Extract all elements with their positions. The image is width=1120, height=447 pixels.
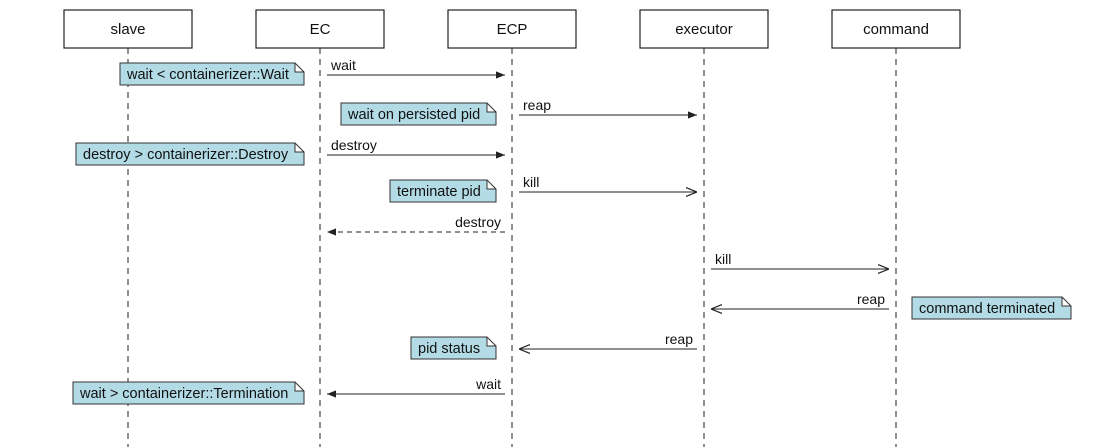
note-text: pid status xyxy=(418,341,480,357)
note-box xyxy=(410,336,497,360)
participant-label: executor xyxy=(675,21,733,38)
message-kill: kill xyxy=(711,251,889,269)
message-label: reap xyxy=(857,291,885,307)
message-reap: reap xyxy=(519,331,697,349)
message-wait: wait xyxy=(327,57,505,79)
participant-slave: slave xyxy=(63,9,193,49)
message-label: kill xyxy=(523,174,539,190)
note-text: destroy > containerizer::Destroy xyxy=(83,147,289,163)
note: wait < containerizer::Wait xyxy=(119,62,305,86)
message-label: reap xyxy=(665,331,693,347)
note-box xyxy=(119,62,305,86)
participant-executor: executor xyxy=(639,9,769,49)
participant-label: slave xyxy=(110,21,145,38)
message-reap: reap xyxy=(711,291,889,309)
note: terminate pid xyxy=(389,179,497,203)
note-text: wait on persisted pid xyxy=(347,107,480,123)
note-box xyxy=(389,179,497,203)
note-box xyxy=(72,381,305,405)
participant-box xyxy=(63,9,193,49)
note: destroy > containerizer::Destroy xyxy=(75,142,305,166)
note: pid status xyxy=(410,336,497,360)
note-text: wait < containerizer::Wait xyxy=(126,67,289,83)
participant-box xyxy=(831,9,961,49)
message-reap: reap xyxy=(519,97,697,119)
note: command terminated xyxy=(911,296,1072,320)
note: wait > containerizer::Termination xyxy=(72,381,305,405)
note-box xyxy=(75,142,305,166)
message-destroy: destroy xyxy=(327,214,505,236)
participant-box xyxy=(447,9,577,49)
participant-box xyxy=(639,9,769,49)
lifelines xyxy=(127,48,897,447)
note: wait on persisted pid xyxy=(340,102,497,126)
participant-label: ECP xyxy=(497,21,528,38)
note-box xyxy=(340,102,497,126)
note-text: command terminated xyxy=(919,301,1055,317)
participant-ec: EC xyxy=(255,9,385,49)
note-text: terminate pid xyxy=(397,184,481,200)
participant-label: EC xyxy=(310,21,331,38)
message-label: reap xyxy=(523,97,551,113)
message-label: wait xyxy=(475,376,501,392)
note-text: wait > containerizer::Termination xyxy=(79,386,288,402)
message-label: destroy xyxy=(455,214,501,230)
participant-command: command xyxy=(831,9,961,49)
message-kill: kill xyxy=(519,174,697,192)
note-box xyxy=(911,296,1072,320)
messages: wait reap destroy kill destroy kill reap reap wa… xyxy=(327,57,889,398)
participant-ecp: ECP xyxy=(447,9,577,49)
message-destroy: destroy xyxy=(327,137,505,159)
message-label: kill xyxy=(715,251,731,267)
message-wait: wait xyxy=(327,376,505,398)
message-label: wait xyxy=(330,57,356,73)
message-label: destroy xyxy=(331,137,377,153)
participants: slave EC ECP executor command xyxy=(63,9,961,49)
participant-label: command xyxy=(863,21,929,38)
participant-box xyxy=(255,9,385,49)
